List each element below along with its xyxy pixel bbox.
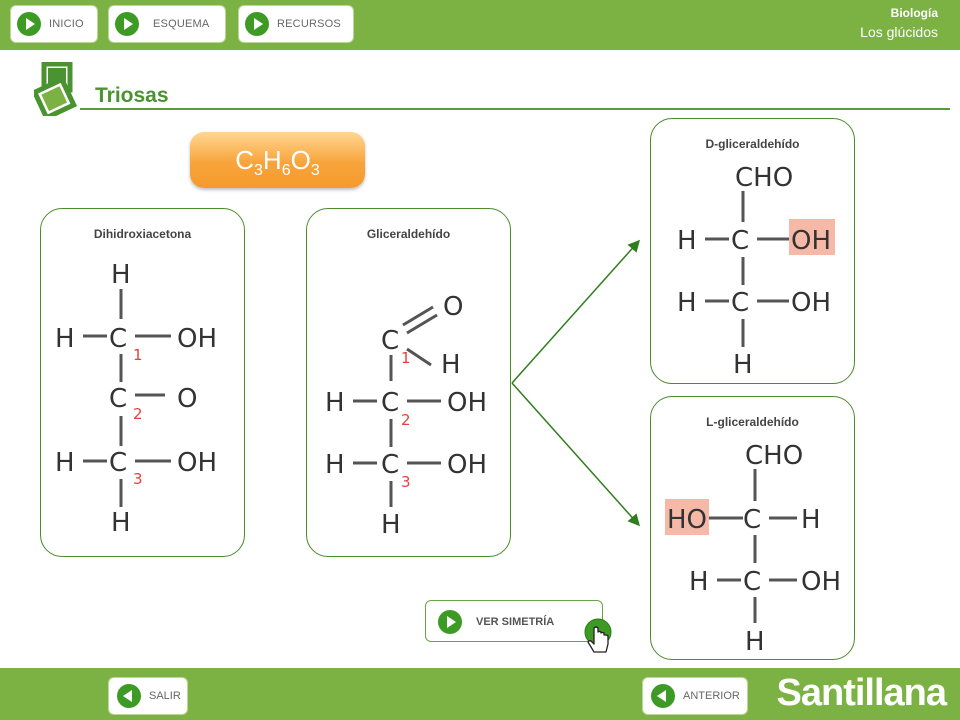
- esquema-button[interactable]: ESQUEMA: [108, 5, 226, 43]
- carbon-number-3: 3: [401, 473, 411, 491]
- carbon-number-3: 3: [133, 470, 143, 488]
- atom-c-1: C: [731, 226, 749, 256]
- salir-label: SALIR: [149, 690, 181, 702]
- hand-pointer-icon: [584, 618, 612, 653]
- back-arrow-icon: [117, 684, 141, 708]
- atom-h-2: H: [689, 567, 709, 597]
- atom-c-2: C: [731, 288, 749, 318]
- inicio-button[interactable]: INICIO: [10, 5, 98, 43]
- section-title: Triosas: [95, 84, 169, 107]
- structure-l-gliceraldehido: CHO HO C H H C OH H: [665, 441, 841, 657]
- card-l-gliceraldehido: L-gliceraldehído CHO HO C H H C OH H: [650, 396, 855, 660]
- anterior-label: ANTERIOR: [683, 690, 740, 702]
- atom-c-2: C: [109, 384, 127, 414]
- atom-oh-3: OH: [177, 448, 217, 478]
- ver-simetria-label: VER SIMETRÍA: [476, 616, 555, 628]
- arrow-to-d-icon: [511, 239, 640, 384]
- title-divider: [80, 108, 950, 110]
- card-title-d-gliceraldehido: D-gliceraldehído: [705, 137, 800, 151]
- atom-oh-2: OH: [791, 288, 831, 318]
- card-title-gliceraldehido: Gliceraldehído: [366, 227, 451, 241]
- oh-highlight: [789, 219, 835, 255]
- atom-ho-1: HO: [667, 505, 707, 535]
- formula-c-count: 3: [254, 162, 263, 180]
- atom-h-bottom: H: [745, 627, 765, 657]
- atom-h-bottom: H: [381, 510, 401, 540]
- back-arrow-icon: [651, 684, 675, 708]
- formula-o: O: [290, 145, 311, 175]
- atom-c-1: C: [743, 505, 761, 535]
- ver-simetria-button[interactable]: VER SIMETRÍA: [425, 600, 603, 642]
- carbon-number-1: 1: [133, 346, 143, 364]
- atom-h-bottom: H: [733, 350, 753, 380]
- atom-o-aldehyde: O: [443, 292, 463, 322]
- atom-h-bottom: H: [111, 508, 131, 538]
- atom-oh-2: OH: [801, 567, 841, 597]
- card-dihidroxiacetona: Dihidroxiacetona H H C 1 OH C 2 O H C 3 …: [40, 208, 245, 557]
- atom-oh-1: OH: [177, 324, 217, 354]
- carbon-number-2: 2: [401, 411, 411, 429]
- double-square-icon: [34, 62, 78, 116]
- carbon-number-1: 1: [401, 349, 411, 367]
- recursos-button[interactable]: RECURSOS: [238, 5, 354, 43]
- formula-h: H: [262, 145, 282, 175]
- course-info: Biología Los glúcidos: [860, 6, 938, 40]
- arrow-to-l-icon: [511, 382, 640, 527]
- atom-cho: CHO: [735, 163, 793, 193]
- atom-oh-1: OH: [791, 226, 831, 256]
- course-topic: Los glúcidos: [860, 24, 938, 40]
- formula-c: C: [235, 145, 255, 175]
- atom-h-1: H: [677, 226, 697, 256]
- card-title-l-gliceraldehido: L-gliceraldehído: [706, 415, 799, 429]
- atom-c-3: C: [109, 448, 127, 478]
- inicio-label: INICIO: [49, 18, 84, 30]
- ho-highlight: [665, 499, 709, 535]
- course-subject: Biología: [890, 6, 938, 20]
- atom-c-2: C: [381, 388, 399, 418]
- atom-c-1: C: [381, 326, 399, 356]
- atom-h-1: H: [55, 324, 75, 354]
- atom-h-3: H: [325, 450, 345, 480]
- atom-h-top: H: [111, 260, 131, 290]
- atom-h-2: H: [325, 388, 345, 418]
- atom-c-3: C: [381, 450, 399, 480]
- atom-oh-2: OH: [447, 388, 487, 418]
- card-d-gliceraldehido: D-gliceraldehído CHO H C OH H C OH H: [650, 118, 855, 384]
- card-gliceraldehido: Gliceraldehído O C 1 H H C 2 OH H C 3 OH…: [306, 208, 511, 557]
- atom-oh-3: OH: [447, 450, 487, 480]
- anterior-button[interactable]: ANTERIOR: [642, 677, 748, 715]
- molecular-formula: C3H6O3: [190, 132, 365, 188]
- play-arrow-icon: [438, 610, 462, 634]
- structure-d-gliceraldehido: CHO H C OH H C OH H: [677, 163, 835, 380]
- atom-h-3: H: [55, 448, 75, 478]
- recursos-label: RECURSOS: [277, 18, 341, 30]
- structure-gliceraldehido: O C 1 H H C 2 OH H C 3 OH H: [325, 292, 487, 540]
- brand-logo: Santillana: [776, 672, 947, 714]
- play-arrow-icon: [115, 12, 139, 36]
- atom-o: O: [177, 384, 197, 414]
- atom-cho: CHO: [745, 441, 803, 471]
- atom-c-1: C: [109, 324, 127, 354]
- salir-button[interactable]: SALIR: [108, 677, 188, 715]
- play-arrow-icon: [245, 12, 269, 36]
- formula-h-count: 6: [281, 162, 291, 180]
- card-title-dihidroxiacetona: Dihidroxiacetona: [93, 227, 192, 241]
- atom-c-2: C: [743, 567, 761, 597]
- esquema-label: ESQUEMA: [153, 18, 210, 30]
- atom-h-aldehyde: H: [441, 350, 461, 380]
- atom-h-2: H: [677, 288, 697, 318]
- formula-o-count: 3: [310, 162, 320, 180]
- play-arrow-icon: [17, 12, 41, 36]
- carbon-number-2: 2: [133, 405, 143, 423]
- atom-h-1: H: [801, 505, 821, 535]
- structure-dihidroxiacetona: H H C 1 OH C 2 O H C 3 OH H: [55, 260, 217, 538]
